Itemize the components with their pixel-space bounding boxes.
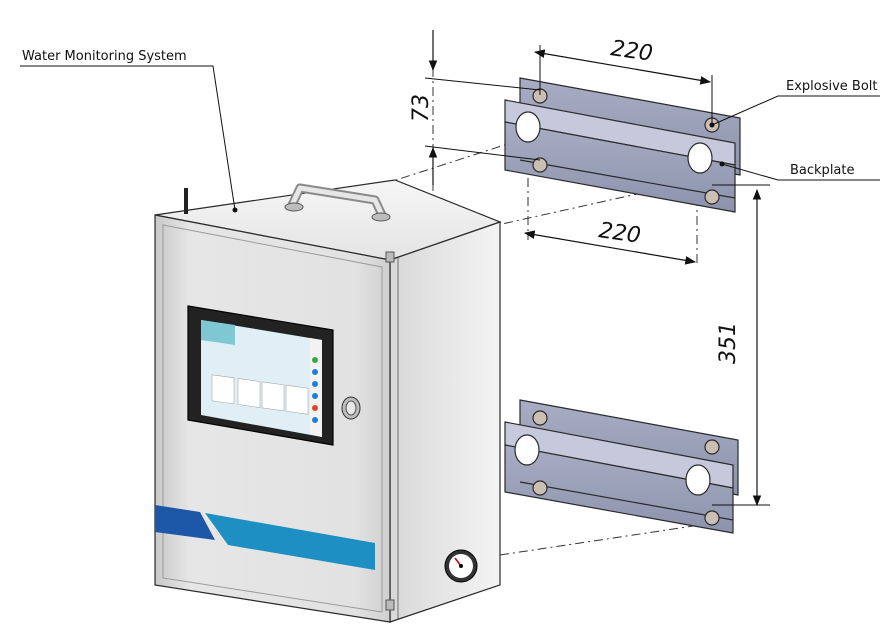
dimension-bolt-offset: 73 [409,30,541,185]
keyhole-slot [515,111,541,143]
lock-icon [341,396,361,420]
label-explosive-bolt: Explosive Bolt [786,79,878,94]
bolt-icon [532,480,548,496]
bolt-icon [704,439,720,455]
callout-explosive-bolt: Explosive Bolt [709,79,880,128]
stripe-light [205,513,375,570]
bolt-icon [532,410,548,426]
dim-lower-width-text: 220 [597,218,642,249]
antenna-icon [184,188,188,214]
keyhole-slot [514,434,540,466]
stripe-dark [155,505,215,540]
bolt-icon [704,189,720,205]
lower-bracket [504,399,739,534]
touch-screen [187,305,334,446]
dimension-lower-width: 220 [523,218,697,265]
bolt-icon [532,157,548,173]
upper-bracket [504,77,741,213]
monitoring-cabinet [154,179,502,623]
dim-bolt-offset-text: 73 [409,94,434,122]
handle-icon [284,183,391,222]
keyhole-slot [685,464,711,496]
callout-backplate: Backplate [719,161,880,181]
dimension-top-width: 220 [533,36,713,125]
pressure-gauge-icon [444,549,478,583]
dim-top-width-text: 220 [609,36,654,67]
keyhole-slot [687,142,713,174]
dimension-bracket-spacing: 351 [712,184,770,507]
label-backplate: Backplate [790,163,855,178]
callout-water-monitoring-system: Water Monitoring System [20,49,238,213]
bolt-icon [704,510,720,526]
dim-bracket-spacing-text: 351 [716,322,741,364]
label-water-monitoring-system: Water Monitoring System [22,49,187,64]
